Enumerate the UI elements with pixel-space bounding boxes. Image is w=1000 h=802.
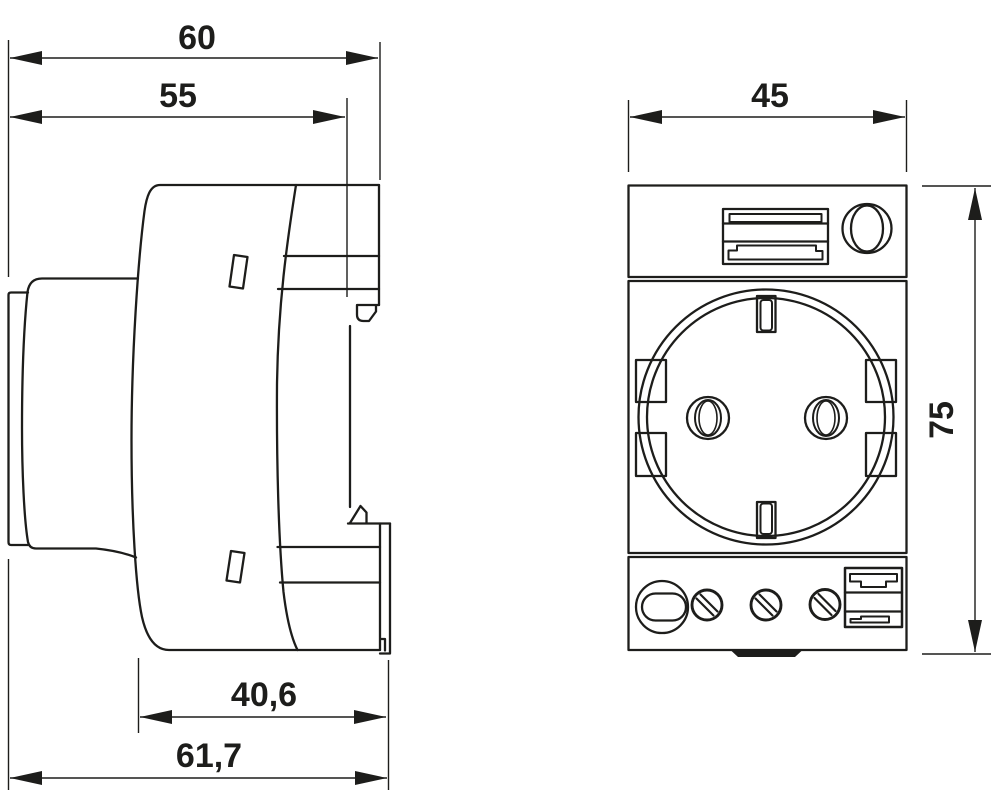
side-view	[7, 183, 392, 655]
side-rear-housing-outline	[130, 183, 382, 652]
dimension-label-45: 45	[751, 77, 789, 115]
side-shell-seam	[275, 183, 299, 652]
side-guide-notches	[634, 358, 898, 478]
sealing-eyelet	[841, 202, 893, 255]
label-holder	[721, 207, 830, 266]
side-din-claw-bottom	[348, 504, 368, 525]
front-view	[627, 184, 908, 657]
earth-contact-top	[755, 294, 777, 334]
front-top-section	[627, 184, 908, 279]
dimension-body-depth: 40,6	[140, 676, 386, 724]
front-mounting-foot	[731, 650, 802, 657]
earth-contact-bottom	[755, 500, 777, 540]
screw-icon	[690, 588, 724, 622]
screw-icon	[808, 588, 842, 621]
terminal-block	[843, 566, 904, 629]
side-back-panel	[378, 522, 392, 655]
socket-outer-circle	[637, 288, 895, 546]
dimension-front-width: 45	[630, 77, 905, 124]
dimensions: 60 55 45 75 40,6	[7, 19, 991, 790]
dimension-label-55: 55	[159, 77, 197, 115]
dimension-label-40-6: 40,6	[231, 676, 297, 714]
dimension-housing-width: 55	[10, 77, 345, 124]
side-front-cover	[20, 277, 140, 559]
front-bottom-section	[627, 555, 908, 652]
front-middle-section	[627, 279, 908, 555]
dimension-total-width: 60	[10, 19, 378, 65]
dimension-total-depth: 61,7	[10, 737, 387, 785]
dimension-label-60: 60	[178, 19, 216, 57]
dimension-front-height: 75	[923, 188, 982, 652]
terminal-screws	[690, 588, 842, 622]
side-din-claw-top	[355, 303, 381, 323]
side-clip-slot-upper	[228, 253, 249, 290]
extension-lines	[7, 40, 991, 790]
side-clip-slot-lower	[225, 549, 246, 584]
dimension-label-61-7: 61,7	[176, 737, 242, 775]
screw-icon	[749, 588, 783, 622]
pin-aperture-left	[685, 395, 731, 441]
schuko-socket-face	[634, 288, 898, 546]
side-step-lines	[276, 254, 382, 584]
indicator-window	[634, 579, 690, 635]
pin-aperture-right	[803, 395, 849, 441]
socket-inner-circle	[645, 296, 887, 538]
side-plug-collar	[7, 291, 30, 547]
dimension-label-75: 75	[923, 401, 961, 439]
